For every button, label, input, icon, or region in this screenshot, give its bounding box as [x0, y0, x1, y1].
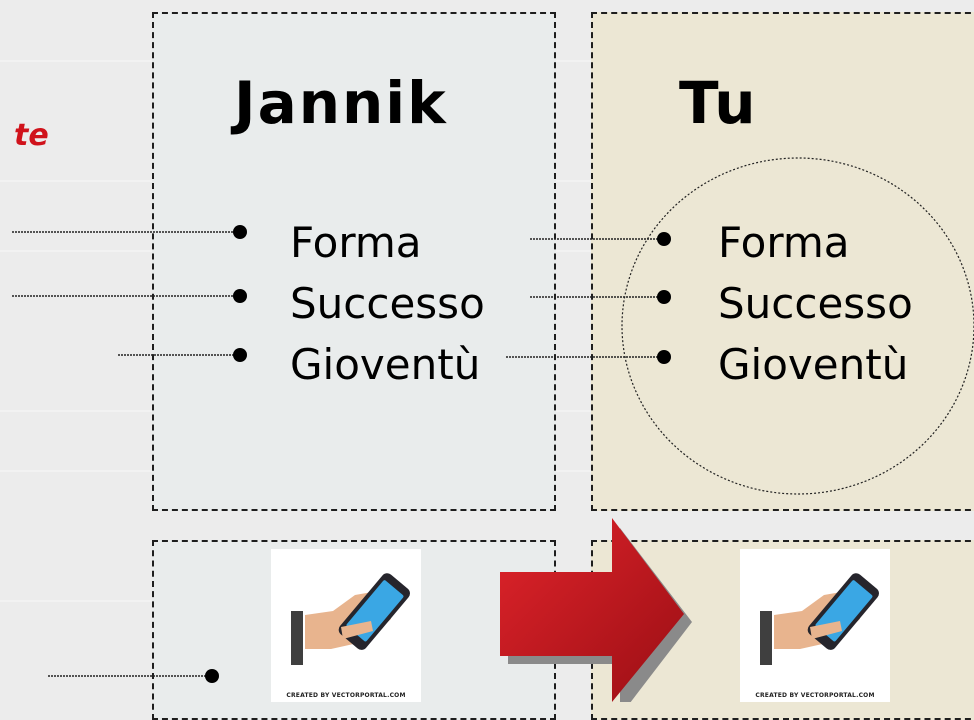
right-bullet-item-gioventu: Gioventù [718, 340, 909, 389]
hand-holding-phone-icon [291, 573, 410, 665]
left-column-title: Jannik [234, 69, 448, 137]
phone-card-left: CREATED BY VECTORPORTAL.COM [271, 549, 421, 702]
right-bullet-list: Forma Successo Gioventù [718, 214, 913, 397]
phone-card-right: CREATED BY VECTORPORTAL.COM [740, 549, 890, 702]
left-bullet-item-successo: Successo [290, 279, 485, 328]
right-column-panel: Tu Forma Successo Gioventù [591, 12, 974, 511]
right-bullet-item-forma: Forma [718, 218, 850, 267]
left-column-panel: Jannik Forma Successo Gioventù [152, 12, 556, 511]
right-bullet-item-successo: Successo [718, 279, 913, 328]
left-bullet-item-gioventu: Gioventù [290, 340, 481, 389]
phone-caption-right: CREATED BY VECTORPORTAL.COM [755, 692, 875, 699]
left-bullet-list: Forma Successo Gioventù [290, 214, 485, 397]
hand-holding-phone-icon [760, 573, 879, 665]
side-label: te [14, 118, 49, 153]
phone-caption-left: CREATED BY VECTORPORTAL.COM [286, 692, 406, 699]
right-column-title: Tu [679, 69, 758, 137]
left-bullet-item-forma: Forma [290, 218, 422, 267]
